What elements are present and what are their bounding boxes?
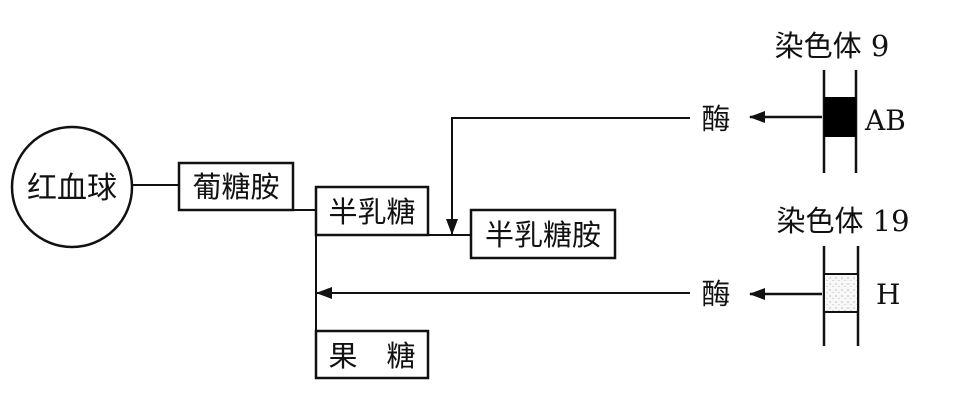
enzyme-top-label: 酶 xyxy=(701,102,730,136)
chromosome-19-label: 染色体 19 xyxy=(776,204,909,238)
galactose-node: 半乳糖 xyxy=(314,185,430,237)
galactosamine-label: 半乳糖胺 xyxy=(485,218,601,252)
galactose-label: 半乳糖 xyxy=(328,195,415,229)
red-blood-cell-node: 红血球 xyxy=(10,125,134,249)
enzyme-bottom-label: 酶 xyxy=(701,277,730,311)
fructose-label: 果 糖 xyxy=(328,339,415,373)
rbc-label: 红血球 xyxy=(27,171,117,206)
fructose-node: 果 糖 xyxy=(314,329,430,380)
chromosome-9-label: 染色体 9 xyxy=(775,29,890,63)
ab-gene-label: AB xyxy=(864,104,906,137)
glucosamine-node: 葡糖胺 xyxy=(177,161,295,212)
chromosome-19: 染色体 19 H xyxy=(776,204,910,346)
galactosamine-node: 半乳糖胺 xyxy=(469,208,617,260)
chromosome-9: 染色体 9 AB xyxy=(775,29,906,173)
glucosamine-label: 葡糖胺 xyxy=(192,170,279,204)
h-gene-label: H xyxy=(876,278,900,311)
h-gene-band xyxy=(823,273,859,313)
ab-gene-band xyxy=(824,97,856,137)
enzyme-ab-arrow xyxy=(446,117,690,235)
